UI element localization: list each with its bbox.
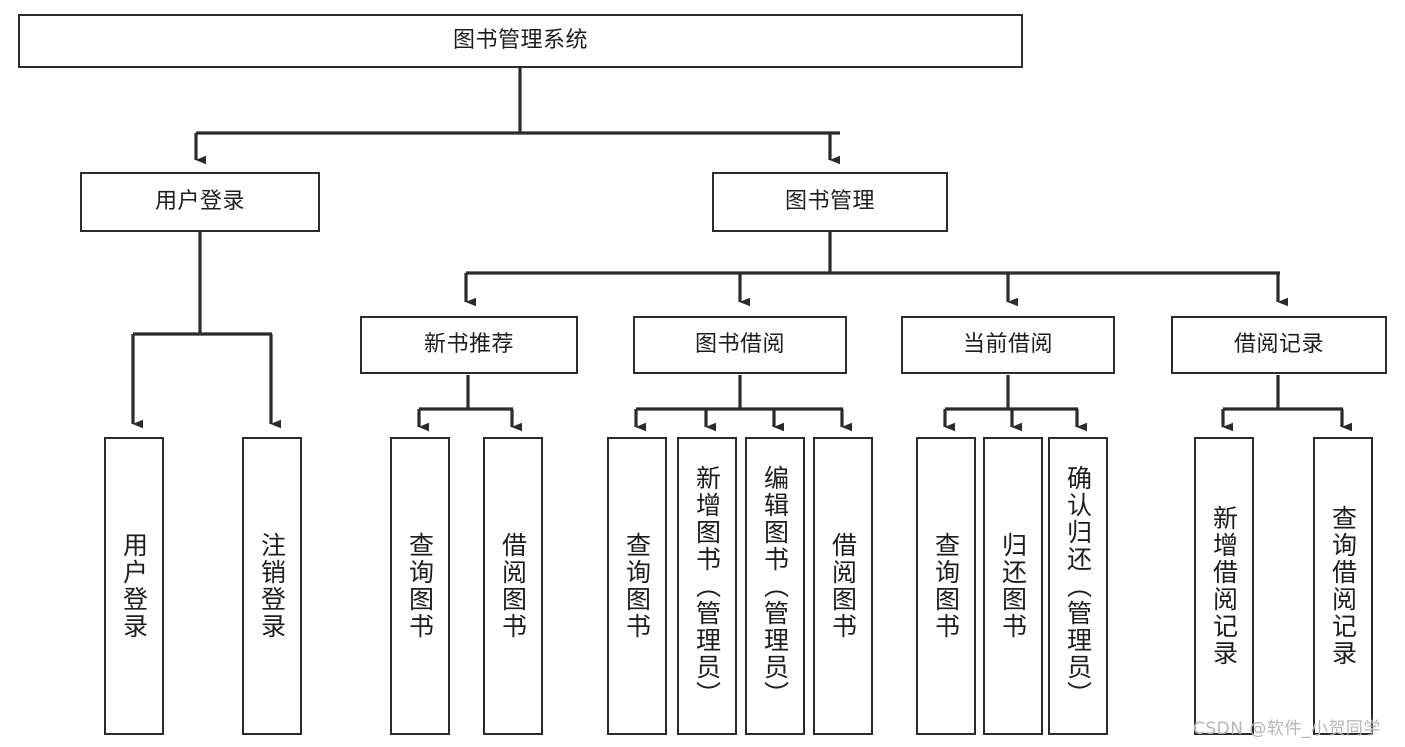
connectors-bookborrow-to-leaves xyxy=(634,375,853,432)
node-label: 新书推荐 xyxy=(423,331,514,357)
connectors-currentborrow-to-leaves xyxy=(943,375,1088,432)
node-book-management[interactable]: 图书管理 xyxy=(712,172,948,232)
connectors-borrowrecord-to-leaves xyxy=(1221,375,1353,432)
node-book-borrow[interactable]: 图书借阅 xyxy=(633,316,847,374)
node-leaf-add-book[interactable]: 新增图书（管理员） xyxy=(677,437,737,735)
node-leaf-query-book-borrow[interactable]: 查询图书 xyxy=(607,437,667,735)
node-label: 编辑图书（管理员） xyxy=(760,464,790,708)
node-label: 查询图书 xyxy=(931,532,961,640)
node-label: 新增图书（管理员） xyxy=(692,464,722,708)
node-label: 查询借阅记录 xyxy=(1328,505,1358,667)
connectors-userlogin-to-leaves xyxy=(131,232,282,429)
node-leaf-confirm-return[interactable]: 确认归还（管理员） xyxy=(1048,437,1108,735)
node-root-book-management-system[interactable]: 图书管理系统 xyxy=(18,14,1023,68)
node-label: 借阅图书 xyxy=(498,532,528,640)
node-label: 用户登录 xyxy=(154,188,245,214)
node-leaf-query-borrow-record[interactable]: 查询借阅记录 xyxy=(1313,437,1373,735)
node-label: 图书借阅 xyxy=(694,331,785,357)
csdn-watermark: CSDN @软件_小贺同学 xyxy=(1193,719,1381,739)
node-leaf-add-borrow-record[interactable]: 新增借阅记录 xyxy=(1194,437,1254,735)
node-label: 借阅图书 xyxy=(828,532,858,640)
node-label: 新增借阅记录 xyxy=(1209,505,1239,667)
node-label: 用户登录 xyxy=(119,532,149,640)
node-label: 当前借阅 xyxy=(962,331,1053,357)
node-label: 归还图书 xyxy=(998,532,1028,640)
connectors-newbook-to-leaves xyxy=(417,375,523,432)
connectors-bookmgmt-to-level3 xyxy=(464,232,1289,307)
connectors-root-to-level2 xyxy=(194,68,841,165)
node-label: 查询图书 xyxy=(405,532,435,640)
node-leaf-query-book-recommend[interactable]: 查询图书 xyxy=(390,437,450,735)
node-leaf-logout[interactable]: 注销登录 xyxy=(242,437,302,735)
node-current-borrow[interactable]: 当前借阅 xyxy=(901,316,1115,374)
node-label: 注销登录 xyxy=(257,532,287,640)
node-leaf-user-login[interactable]: 用户登录 xyxy=(104,437,164,735)
node-label: 图书管理系统 xyxy=(452,27,588,53)
node-label: 图书管理 xyxy=(784,188,875,214)
node-leaf-borrow-book-recommend[interactable]: 借阅图书 xyxy=(483,437,543,735)
node-label: 确认归还（管理员） xyxy=(1063,464,1093,708)
node-label: 借阅记录 xyxy=(1233,331,1324,357)
node-leaf-borrow-book[interactable]: 借阅图书 xyxy=(813,437,873,735)
node-user-login[interactable]: 用户登录 xyxy=(80,172,320,232)
node-leaf-query-book-current[interactable]: 查询图书 xyxy=(916,437,976,735)
node-label: 查询图书 xyxy=(622,532,652,640)
node-new-book-recommend[interactable]: 新书推荐 xyxy=(360,316,578,374)
node-leaf-return-book[interactable]: 归还图书 xyxy=(983,437,1043,735)
node-leaf-edit-book[interactable]: 编辑图书（管理员） xyxy=(745,437,805,735)
node-borrow-record[interactable]: 借阅记录 xyxy=(1171,316,1387,374)
